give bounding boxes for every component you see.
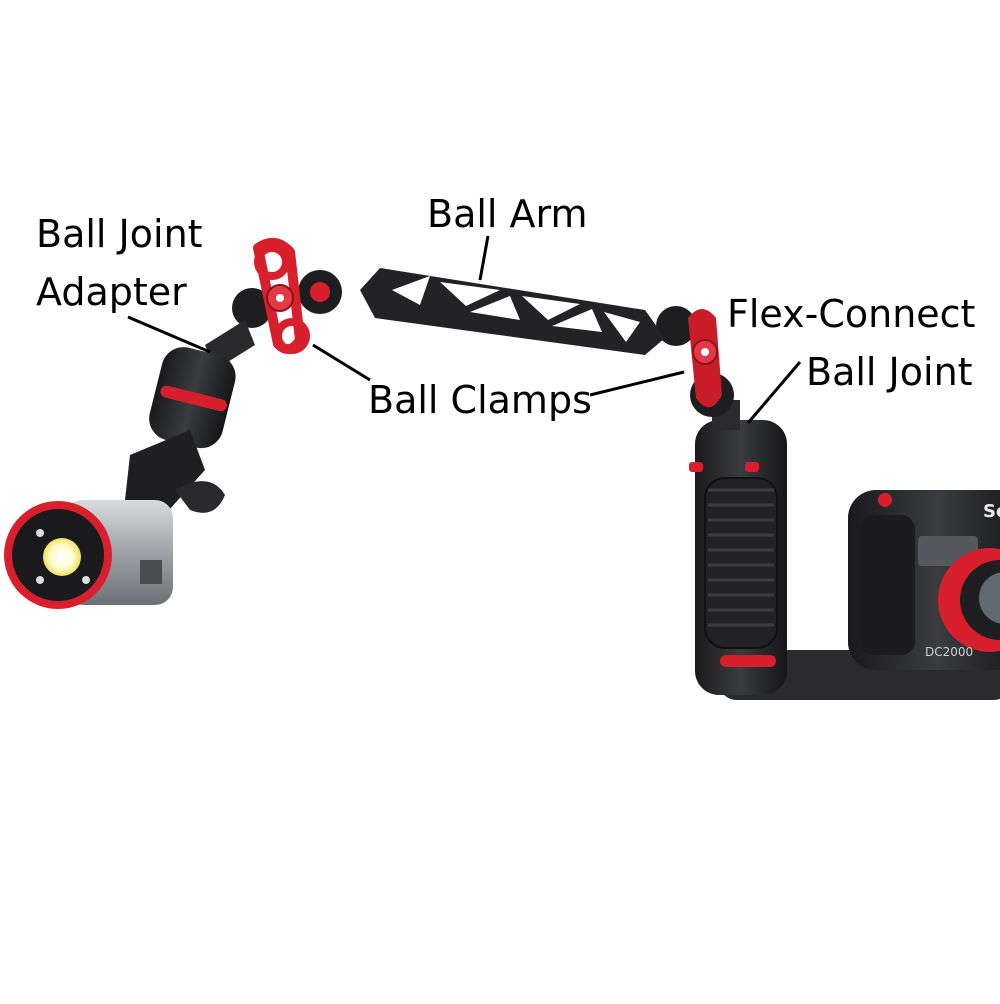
- leader-flex-connect: [746, 361, 802, 424]
- label-ball-joint-adapter-line2: Adapter: [36, 270, 187, 314]
- clamp-knob-center-left: [276, 294, 284, 302]
- adapter-red-band: [160, 385, 227, 412]
- label-ball-clamps: Ball Clamps: [368, 378, 592, 422]
- label-ball-arm: Ball Arm: [427, 192, 588, 236]
- label-flex-connect-line1: Flex-Connect: [727, 292, 976, 336]
- lens-glass: [979, 572, 1000, 624]
- handle-red-marker-2: [745, 462, 759, 472]
- clamp-bottom-ring: [274, 318, 310, 354]
- wing-knob: [175, 481, 225, 513]
- leader-ball-clamps-right: [589, 370, 685, 397]
- ball-joint-adapter: [125, 320, 255, 520]
- arm-ball-left-accent: [310, 282, 330, 302]
- tray-and-handle: [689, 420, 1000, 700]
- clamp-knob-center-right: [701, 348, 709, 356]
- shutter-button: [878, 493, 892, 507]
- leader-ball-clamps-left: [312, 343, 371, 382]
- leader-ball-arm: [478, 235, 490, 281]
- leader-ball-joint-adapter: [127, 315, 211, 354]
- ball-arm: [298, 268, 665, 355]
- leader-lines: [127, 235, 802, 424]
- light-sensor-1: [36, 529, 44, 537]
- grip-ridges: [708, 488, 774, 627]
- handle-red-marker: [689, 462, 703, 472]
- light-led: [43, 538, 81, 576]
- label-ball-joint-adapter-line1: Ball Joint: [36, 212, 203, 256]
- camera-model: DC2000: [925, 645, 973, 659]
- clamp-top-ring: [254, 244, 290, 280]
- label-flex-connect-line2: Ball Joint: [806, 350, 973, 394]
- left-ball-clamp: [232, 237, 310, 355]
- light-vent: [140, 560, 162, 584]
- arm-ball-right: [656, 306, 696, 346]
- light-sensor-3: [82, 576, 90, 584]
- adapter-ball: [232, 288, 272, 328]
- arm-cutouts: [392, 276, 640, 342]
- handle-red-band: [720, 655, 776, 667]
- camera: Se DC2000: [848, 490, 1000, 670]
- camera-grip: [860, 515, 915, 655]
- light-mount-yoke: [125, 430, 205, 520]
- dive-light: [4, 500, 173, 609]
- right-ball-clamp: [656, 306, 734, 417]
- camera-brand: Se: [983, 501, 1000, 522]
- light-sensor-2: [36, 576, 44, 584]
